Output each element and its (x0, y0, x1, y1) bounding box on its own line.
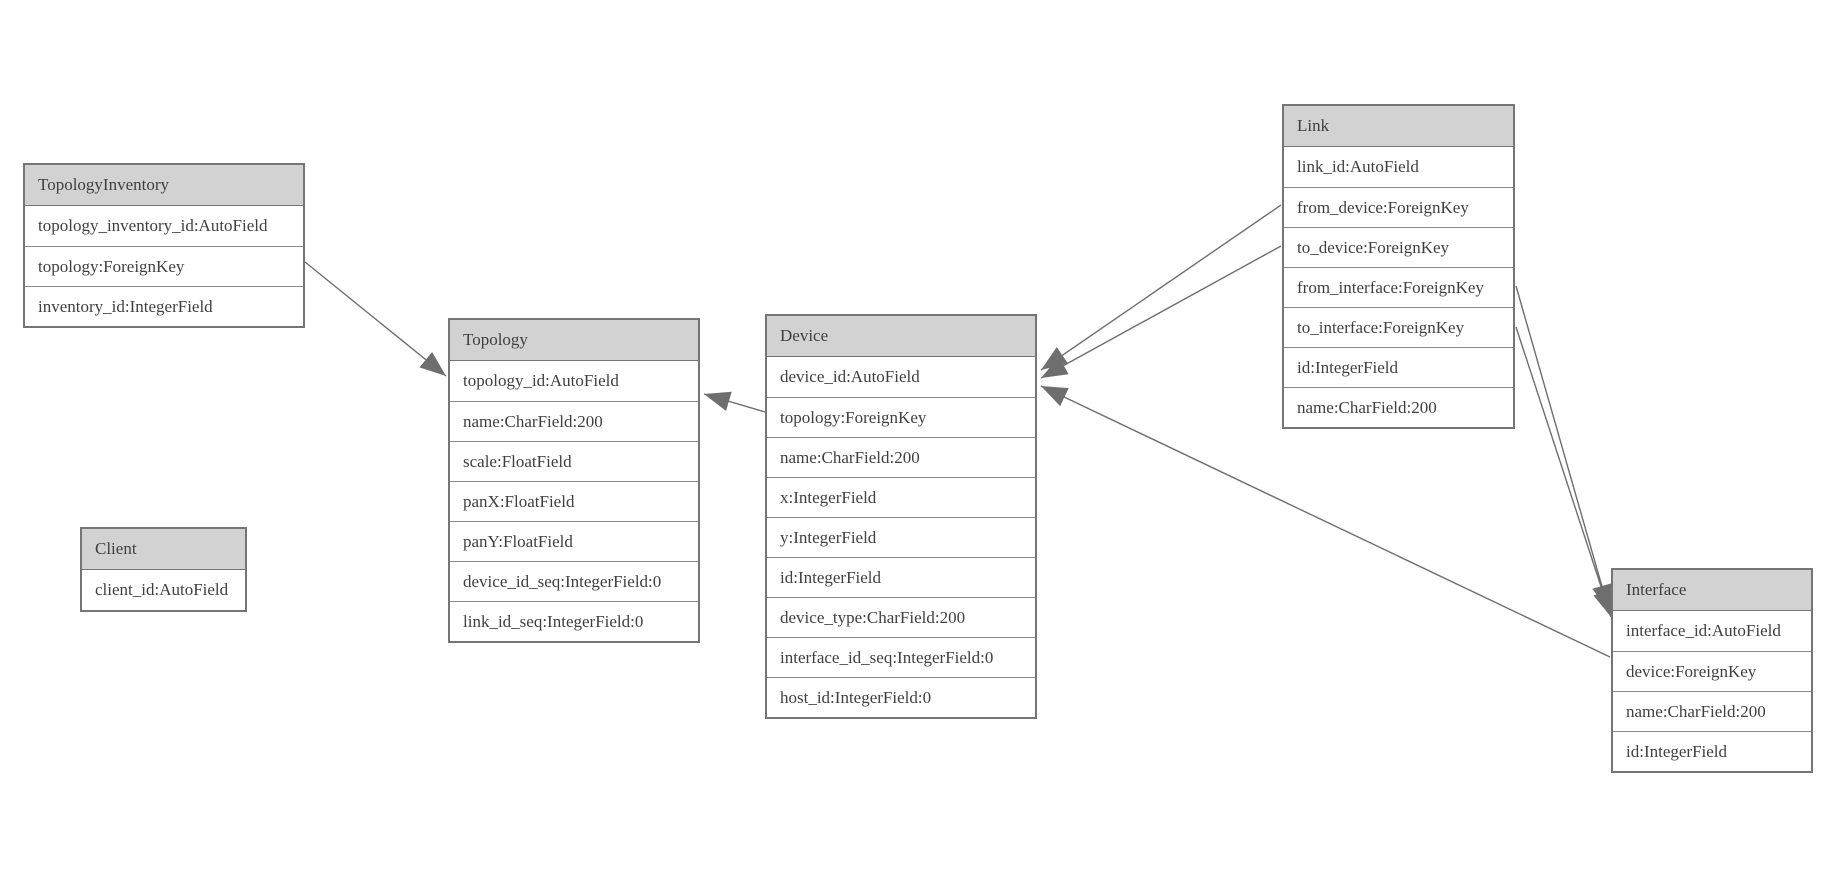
entity-table-header: Device (767, 316, 1035, 357)
entity-field-row: topology_id:AutoField (463, 371, 619, 390)
entity-table-header: TopologyInventory (25, 165, 303, 206)
entity-field-row: device_type:CharField:200 (767, 597, 1035, 637)
entity-field-row: device_id:AutoField (780, 367, 920, 386)
entity-field-row: client_id:AutoField (95, 580, 229, 599)
edge-topologyinventory-topology-fk (304, 261, 447, 377)
edge-link-from-device-fk (1040, 204, 1282, 371)
entity-table-interface: Interface interface_id:AutoField device:Fo… (1611, 568, 1813, 773)
edge-link-to-device-fk (1040, 245, 1282, 379)
edge-link-to-interface-fk (1515, 326, 1613, 618)
edge-link-from-interface-fk (1515, 285, 1612, 612)
entity-field-row: y:IntegerField (767, 517, 1035, 557)
entity-table-device: Device device_id:AutoField topology:Foreig… (765, 314, 1037, 719)
entity-field-row: topology_inventory_id:AutoField (38, 216, 268, 235)
entity-field-row: to_interface:ForeignKey (1284, 307, 1513, 347)
entity-field-row: scale:FloatField (450, 441, 698, 481)
entity-field-row: panX:FloatField (450, 481, 698, 521)
edge-device-topology-fk (703, 391, 766, 413)
entity-field-row: inventory_id:IntegerField (25, 286, 303, 326)
entity-field-row: x:IntegerField (767, 477, 1035, 517)
edge-interface-device-fk (1040, 385, 1611, 658)
entity-field-row: id:IntegerField (767, 557, 1035, 597)
entity-table-topology: Topology topology_id:AutoField name:CharFi… (448, 318, 700, 643)
entity-field-row: interface_id:AutoField (1626, 621, 1781, 640)
entity-table-header: Topology (450, 320, 698, 361)
entity-field-row: device_id_seq:IntegerField:0 (450, 561, 698, 601)
entity-field-row: id:IntegerField (1284, 347, 1513, 387)
entity-field-row: topology:ForeignKey (767, 397, 1035, 437)
entity-field-row: link_id_seq:IntegerField:0 (450, 601, 698, 641)
entity-field-row: panY:FloatField (450, 521, 698, 561)
entity-field-row: name:CharField:200 (1284, 387, 1513, 427)
entity-field-row: name:CharField:200 (1613, 691, 1811, 731)
entity-table-link: Link link_id:AutoField from_device:Foreign… (1282, 104, 1515, 429)
entity-table-header: Interface (1613, 570, 1811, 611)
entity-field-row: interface_id_seq:IntegerField:0 (767, 637, 1035, 677)
entity-table-header: Link (1284, 106, 1513, 147)
entity-field-row: id:IntegerField (1613, 731, 1811, 771)
entity-field-row: link_id:AutoField (1297, 157, 1419, 176)
entity-field-row: device:ForeignKey (1613, 651, 1811, 691)
entity-field-row: topology:ForeignKey (25, 246, 303, 286)
entity-field-row: name:CharField:200 (450, 401, 698, 441)
entity-table-header: Client (82, 529, 245, 570)
entity-field-row: from_interface:ForeignKey (1284, 267, 1513, 307)
entity-field-row: from_device:ForeignKey (1284, 187, 1513, 227)
entity-field-row: name:CharField:200 (767, 437, 1035, 477)
entity-table-topologyinventory: TopologyInventory topology_inventory_id:A… (23, 163, 305, 328)
entity-field-row: to_device:ForeignKey (1284, 227, 1513, 267)
entity-field-row: host_id:IntegerField:0 (767, 677, 1035, 717)
entity-table-client: Client client_id:AutoField (80, 527, 247, 612)
